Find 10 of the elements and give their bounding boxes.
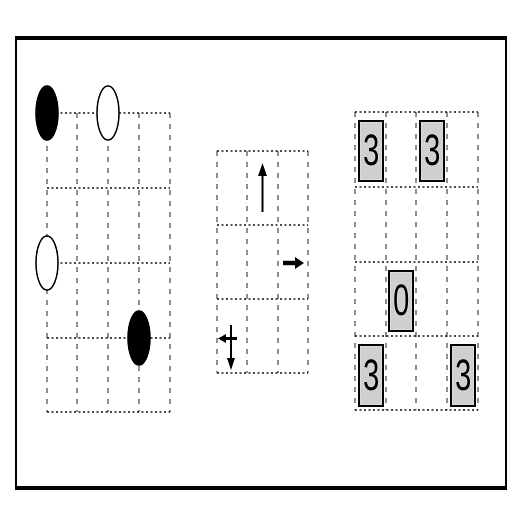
tile-digit: 3 <box>454 354 472 398</box>
number-tile <box>388 270 414 332</box>
tile-digit: 3 <box>424 129 440 173</box>
tile-digit: 3 <box>362 354 380 398</box>
number-tile <box>358 344 384 407</box>
number-tile <box>419 120 445 182</box>
tile-digit: 0 <box>392 279 410 323</box>
number-tile <box>358 120 384 182</box>
number-tile <box>450 344 476 407</box>
tile-digit: 3 <box>362 129 380 173</box>
